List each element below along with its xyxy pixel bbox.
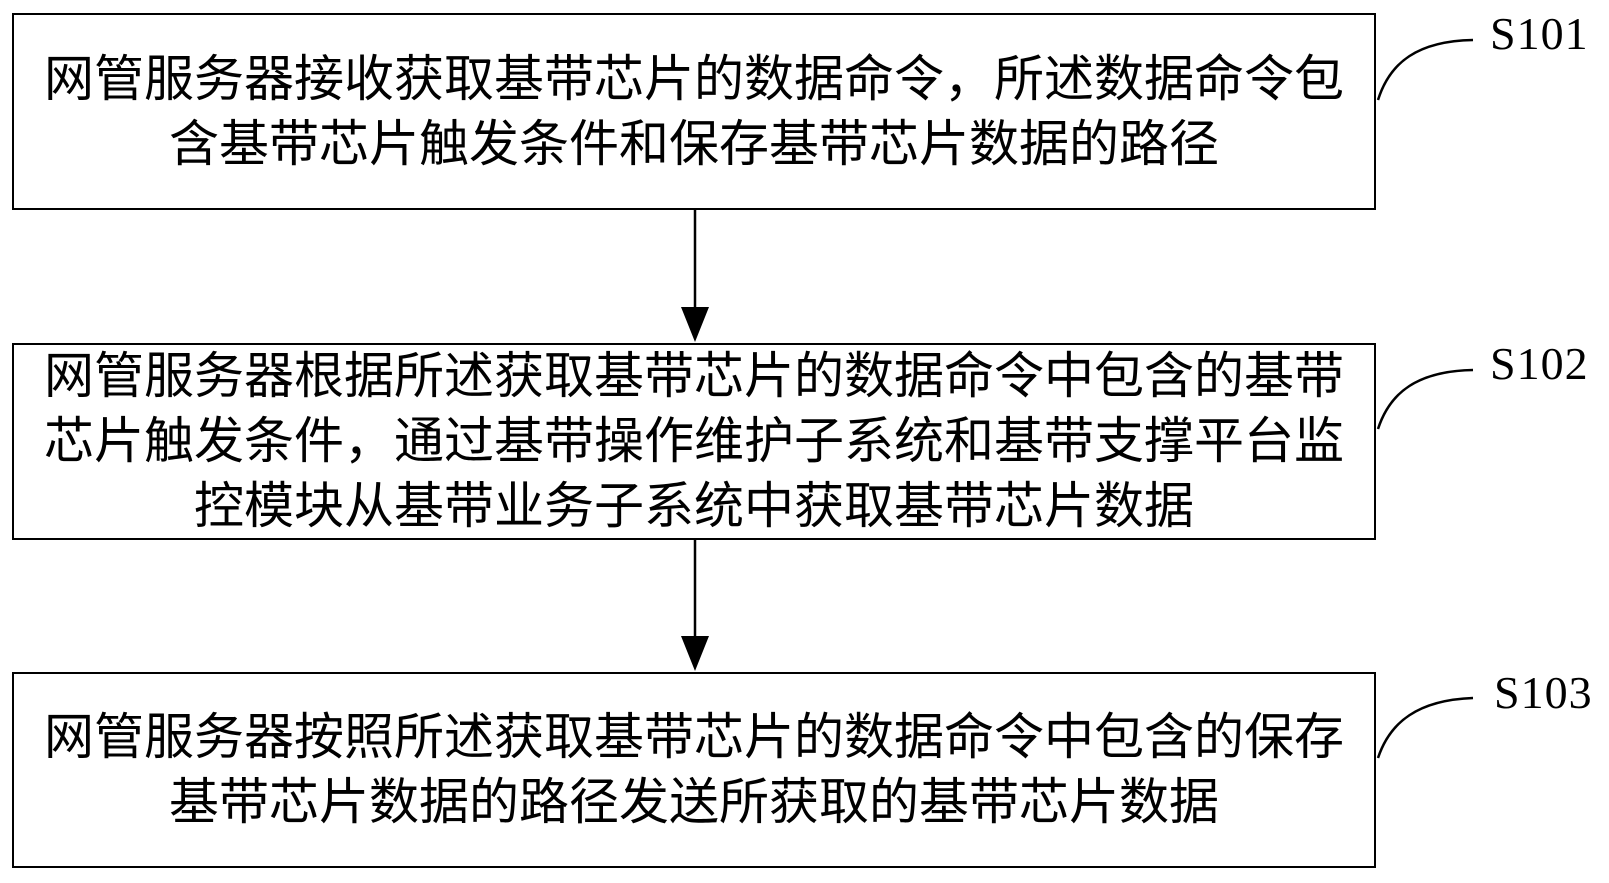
step-text-line: 控模块从基带业务子系统中获取基带芯片数据 [194, 478, 1194, 534]
step-label-s102: S102 [1490, 338, 1589, 389]
step-text-line: 芯片触发条件，通过基带操作维护子系统和基带支撑平台监 [44, 413, 1344, 469]
step-text-line: 网管服务器按照所述获取基带芯片的数据命令中包含的保存 [44, 709, 1344, 765]
step-text-line: 含基带芯片触发条件和保存基带芯片数据的路径 [169, 115, 1219, 172]
leader-curve-s103 [1376, 696, 1474, 759]
leader-curve-s101 [1376, 38, 1474, 101]
flow-arrow-down-icon [681, 540, 709, 671]
flow-step-box-s102: 网管服务器根据所述获取基带芯片的数据命令中包含的基带 芯片触发条件，通过基带操作… [12, 343, 1376, 540]
leader-curve-s102 [1376, 368, 1474, 430]
step-text-line: 基带芯片数据的路径发送所获取的基带芯片数据 [169, 774, 1219, 830]
flow-step-box-s103: 网管服务器按照所述获取基带芯片的数据命令中包含的保存 基带芯片数据的路径发送所获… [12, 672, 1376, 868]
step-text-line: 网管服务器根据所述获取基带芯片的数据命令中包含的基带 [44, 348, 1344, 404]
step-label-s103: S103 [1494, 667, 1593, 718]
step-text-line: 网管服务器接收获取基带芯片的数据命令，所述数据命令包 [44, 50, 1344, 107]
step-label-s101: S101 [1490, 8, 1589, 59]
flow-arrow-down-icon [681, 210, 709, 342]
flow-step-box-s101: 网管服务器接收获取基带芯片的数据命令，所述数据命令包 含基带芯片触发条件和保存基… [12, 13, 1376, 210]
